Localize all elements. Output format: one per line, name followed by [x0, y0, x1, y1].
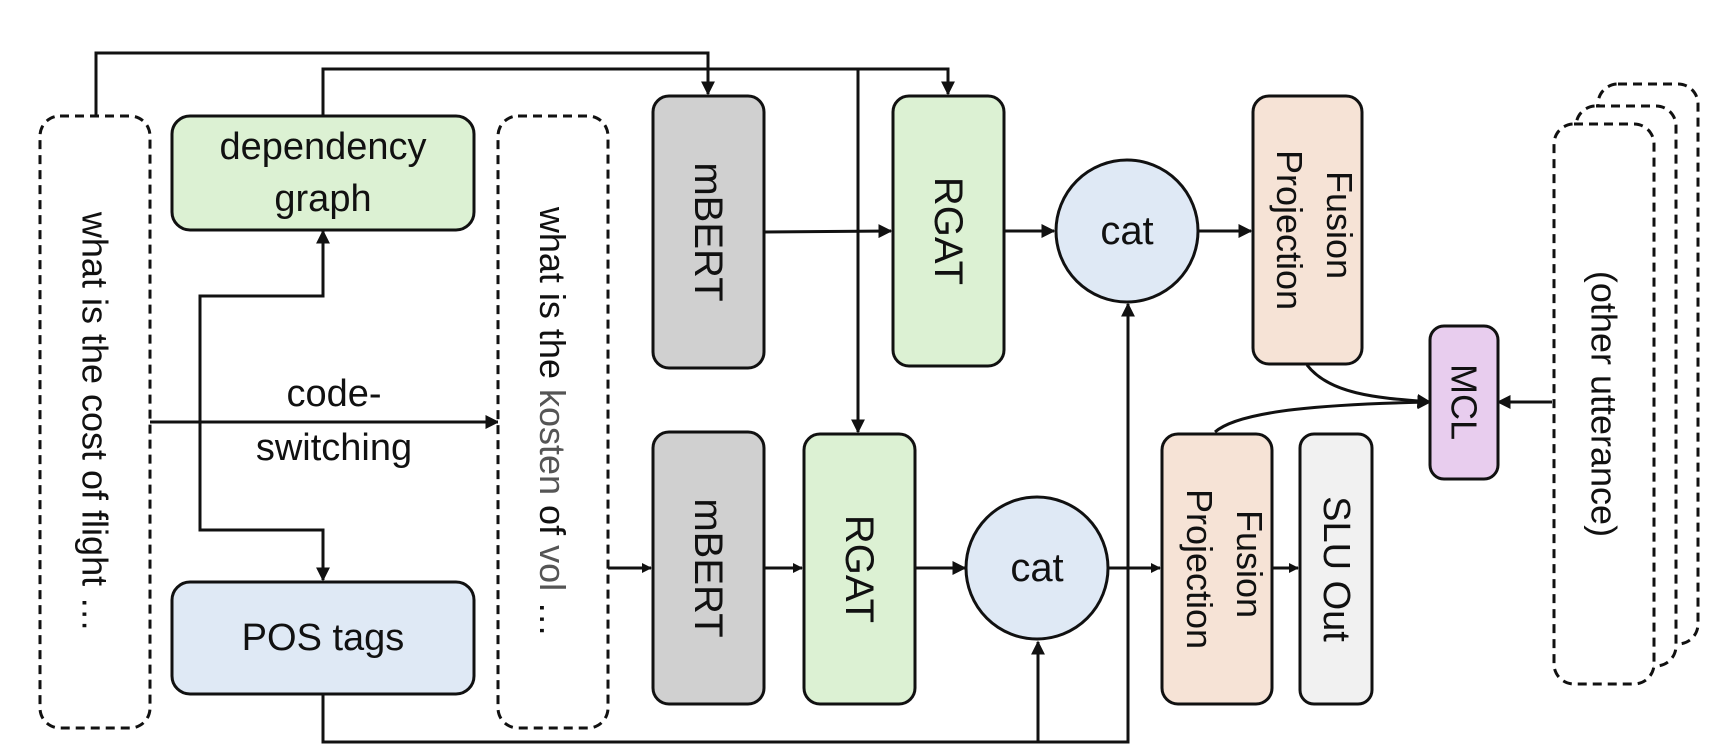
cat-bottom-node: cat [964, 495, 1110, 641]
pos-tags-label: POS tags [242, 617, 405, 659]
edge-postags-to-cats [321, 302, 1135, 744]
slu-out-node: SLU Out [1298, 432, 1374, 706]
connectors [94, 51, 1552, 744]
slu-out-label: SLU Out [1315, 496, 1357, 642]
mcl-node: MCL [1428, 324, 1500, 481]
rgat-top-label: RGAT [926, 177, 970, 285]
pos-tags-node: POS tags [170, 580, 476, 696]
fusion-top-label-1: Fusion [1319, 171, 1360, 279]
fusion-projection-bottom-node: Fusion Projection [1160, 432, 1274, 706]
fusion-top-label: Fusion Projection [1269, 150, 1360, 310]
input-utterance-en: what is the cost of flight … [38, 114, 152, 730]
mcl-label: MCL [1444, 364, 1485, 440]
input-cs-part1: what is the [533, 206, 574, 389]
fusion-projection-top-node: Fusion Projection [1251, 94, 1364, 366]
fusion-bottom-label-1: Fusion [1229, 510, 1270, 618]
dependency-graph-label-2: graph [274, 178, 371, 220]
edge-depgraph-to-rgat-top [321, 67, 955, 116]
mbert-top-label: mBERT [686, 162, 730, 301]
cat-bottom-label: cat [1010, 546, 1063, 590]
other-utterance-label: (other utterance) [1584, 271, 1625, 537]
fusion-bottom-label-2: Projection [1179, 489, 1220, 649]
dependency-graph-node: dependency graph [170, 114, 476, 232]
cat-top-node: cat [1054, 158, 1200, 304]
edge-input-to-postags [198, 422, 330, 582]
input-cs-label: what is the kosten of vol … [533, 206, 574, 637]
fusion-bottom-label: Fusion Projection [1179, 489, 1270, 649]
code-switching-label: code- switching [256, 373, 412, 469]
edge-input-to-depgraph [198, 229, 330, 422]
other-utterance-stack: (other utterance) [1552, 82, 1700, 686]
input-cs-part3: of [533, 495, 574, 545]
dependency-graph-label-1: dependency [219, 126, 426, 168]
mbert-bottom-node: mBERT [651, 430, 766, 706]
rgat-bottom-label: RGAT [837, 515, 881, 623]
edge-fusion-bottom-to-mcl [1214, 395, 1432, 434]
rgat-top-node: RGAT [891, 94, 1006, 368]
code-switching-label-1: code- [286, 373, 381, 415]
edge-input-to-mbert-top [94, 51, 715, 116]
code-switching-label-2: switching [256, 427, 412, 469]
input-cs-part4: vol [533, 545, 574, 591]
input-en-label: what is the cost of flight … [75, 211, 116, 632]
rgat-bottom-node: RGAT [802, 432, 917, 706]
mbert-bottom-label: mBERT [686, 498, 730, 637]
input-cs-part2: kosten [533, 389, 574, 495]
edge-mbert-top-to-rgat-top [763, 224, 893, 239]
mbert-top-node: mBERT [651, 94, 766, 370]
input-utterance-code-switched: what is the kosten of vol … [496, 114, 610, 730]
cat-top-label: cat [1100, 209, 1153, 253]
fusion-top-label-2: Projection [1269, 150, 1310, 310]
input-cs-part5: … [533, 591, 574, 637]
edge-fusion-top-to-mcl [1305, 364, 1432, 408]
